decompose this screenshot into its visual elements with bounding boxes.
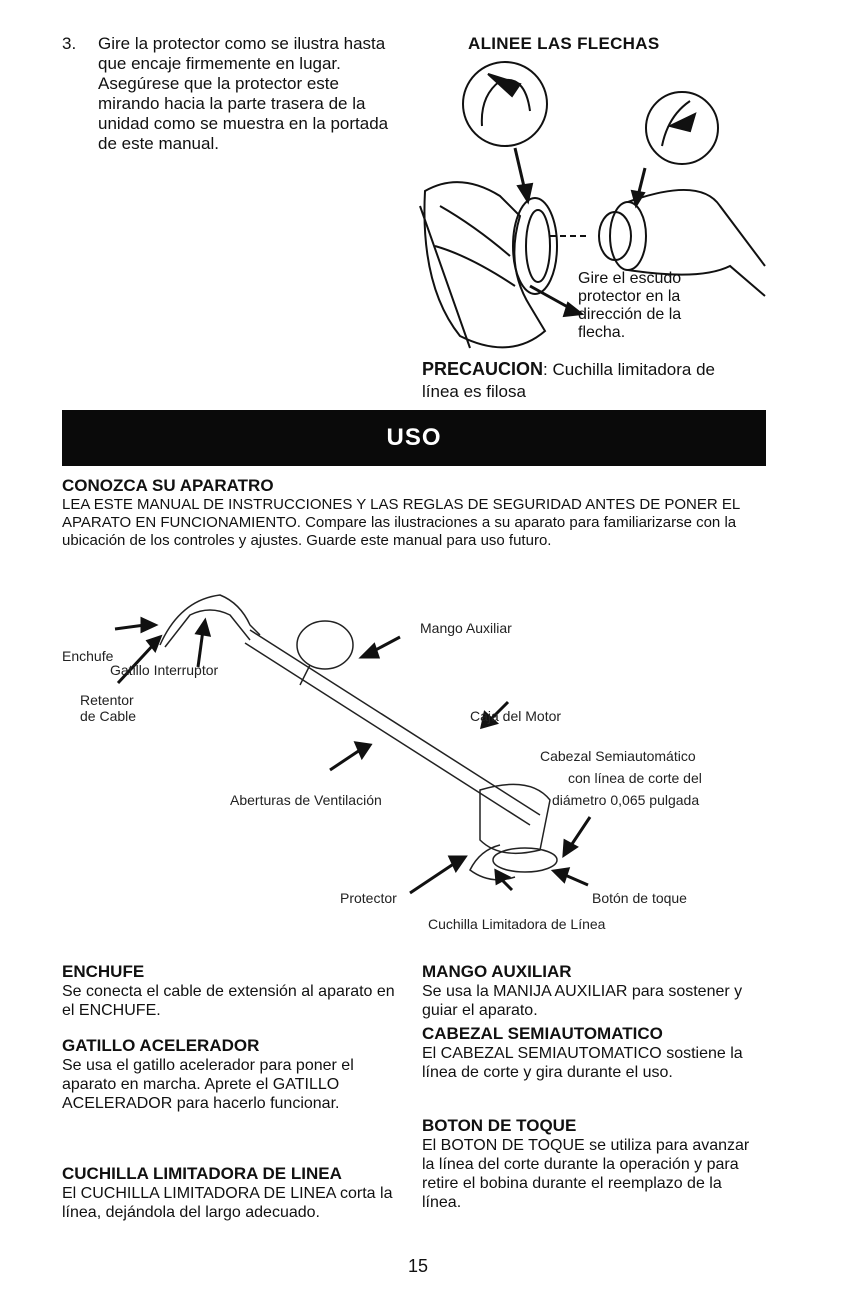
section-title: CUCHILLA LIMITADORA DE LINEA <box>62 1164 342 1183</box>
section-gatillo: GATILLO ACELERADOR Se usa el gatillo ace… <box>62 1036 402 1113</box>
section-title: MANGO AUXILIAR <box>422 962 572 981</box>
step-number: 3. <box>62 34 77 53</box>
banner-title: USO <box>386 424 442 451</box>
section-title: CABEZAL SEMIAUTOMATICO <box>422 1024 663 1043</box>
section-banner: USO <box>62 410 766 466</box>
label-enchufe: Enchufe <box>62 648 114 664</box>
section-body: Se usa la MANIJA AUXILIAR para sostener … <box>422 983 743 1019</box>
section-title: BOTON DE TOQUE <box>422 1116 577 1135</box>
section-body: El CABEZAL SEMIAUTOMATICO sostiene la lí… <box>422 1045 743 1081</box>
label-cuchilla: Cuchilla Limitadora de Línea <box>428 916 606 932</box>
label-aberturas: Aberturas de Ventilación <box>230 792 382 808</box>
caution-label: PRECAUCION <box>422 359 544 379</box>
section-cuchilla: CUCHILLA LIMITADORA DE LINEA El CUCHILLA… <box>62 1164 402 1222</box>
label-cabezal-2: con línea de corte del <box>568 770 702 786</box>
trimmer-illustration <box>114 594 592 895</box>
align-arrows-title: ALINEE LAS FLECHAS <box>468 34 660 53</box>
label-cabezal-3: diámetro 0,065 pulgada <box>552 792 700 808</box>
section-boton: BOTON DE TOQUE El BOTON DE TOQUE se util… <box>422 1116 762 1212</box>
caution-note: PRECAUCION: Cuchilla limitadora de línea… <box>422 358 752 403</box>
label-retentor: Retentor <box>80 692 134 708</box>
section-body: Se conecta el cable de extensión al apar… <box>62 983 395 1019</box>
label-boton: Botón de toque <box>592 890 687 906</box>
section-title: GATILLO ACELERADOR <box>62 1036 260 1055</box>
guard-rotation-note: Gire el escudo protector en la dirección… <box>578 270 682 341</box>
label-protector: Protector <box>340 890 397 906</box>
label-gatillo: Gatillo Interruptor <box>110 662 219 678</box>
section-cabezal: CABEZAL SEMIAUTOMATICO El CABEZAL SEMIAU… <box>422 1024 762 1082</box>
step-text: Gire la protector como se ilustra hasta … <box>98 34 389 153</box>
section-title: ENCHUFE <box>62 962 145 981</box>
page-number: 15 <box>408 1256 429 1276</box>
know-title: CONOZCA SU APARATRO <box>62 476 274 495</box>
label-mango: Mango Auxiliar <box>420 620 512 636</box>
section-mango: MANGO AUXILIAR Se usa la MANIJA AUXILIAR… <box>422 962 762 1020</box>
section-body: El BOTON DE TOQUE se utiliza para avanza… <box>422 1137 750 1211</box>
section-enchufe: ENCHUFE Se conecta el cable de extensión… <box>62 962 402 1020</box>
caution-text: : Cuchilla limitadora de línea es filosa <box>422 360 715 401</box>
guard-alignment-illustration <box>419 61 766 349</box>
section-body: El CUCHILLA LIMITADORA DE LINEA corta la… <box>62 1185 393 1221</box>
label-cabezal-1: Cabezal Semiautomático <box>540 748 696 764</box>
label-de-cable: de Cable <box>80 708 137 724</box>
label-caja: Caja del Motor <box>470 708 562 724</box>
know-body: LEA ESTE MANUAL DE INSTRUCCIONES Y LAS R… <box>62 496 740 549</box>
section-body: Se usa el gatillo acelerador para poner … <box>62 1057 354 1112</box>
